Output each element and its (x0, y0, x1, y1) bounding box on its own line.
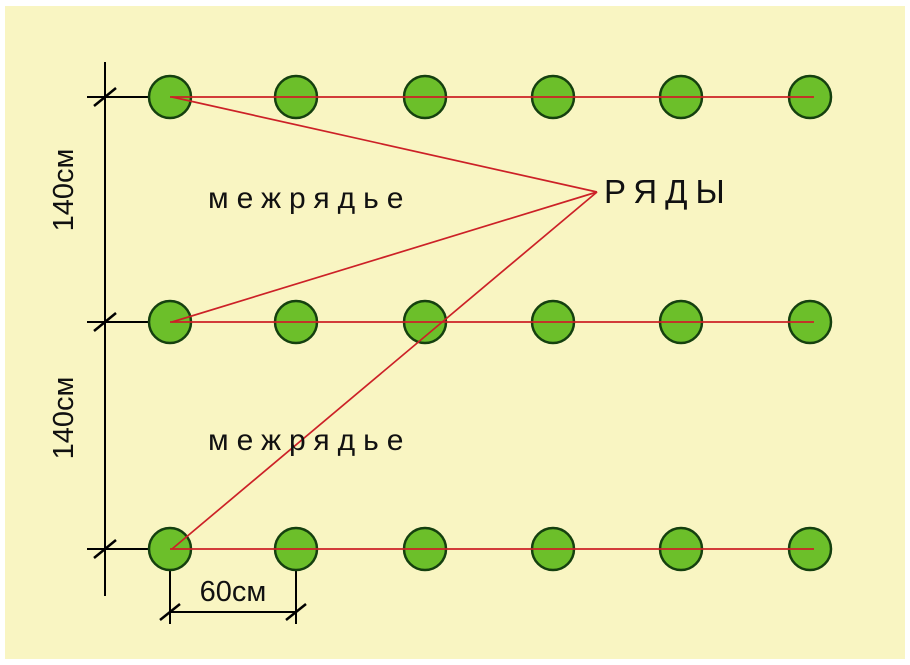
vertical-dimension-label-2: 140см (48, 377, 80, 460)
dimension-tick (93, 539, 117, 559)
dimension-lines (87, 62, 307, 624)
interrow-label-2: межрядье (208, 424, 411, 457)
diagram-background (5, 6, 905, 659)
rows-label: РЯДЫ (604, 173, 733, 210)
row-pointer-line (171, 191, 598, 323)
vertical-dimension-label-1: 140см (48, 149, 80, 232)
row-pointer-line (171, 96, 598, 193)
plant-rows (147, 74, 833, 572)
dimension-tick (93, 87, 117, 107)
dimension-tick (93, 312, 117, 332)
row-pointer-line (171, 191, 598, 550)
horizontal-dimension-label: 60см (200, 576, 267, 608)
interrow-label-1: межрядье (208, 182, 411, 215)
